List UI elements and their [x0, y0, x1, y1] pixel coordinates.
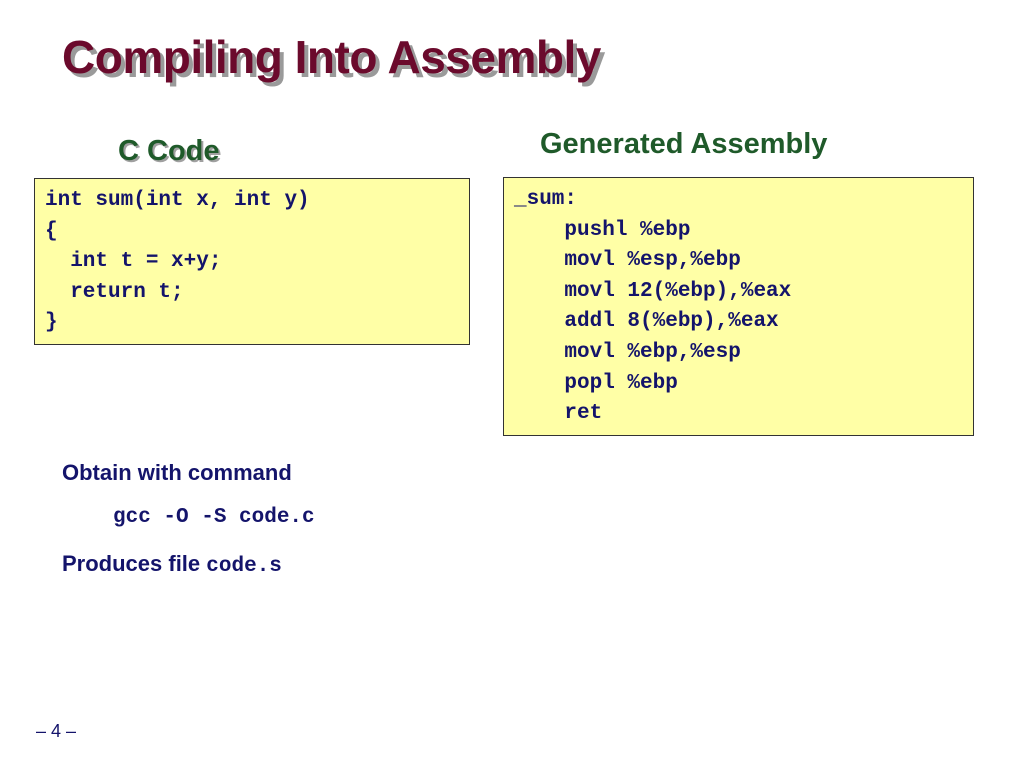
assembly-line: addl 8(%ebp),%eax	[514, 310, 779, 334]
page-number: – 4 –	[36, 721, 77, 741]
assembly-code-box: _sum: pushl %ebp movl %esp,%ebp movl 12(…	[503, 177, 974, 436]
c-code-line: }	[45, 311, 58, 335]
obtain-command-label: Obtain with command	[62, 460, 292, 485]
assembly-line: popl %ebp	[514, 371, 678, 395]
assembly-line: _sum:	[514, 188, 578, 211]
assembly-line: movl 12(%ebp),%eax	[514, 279, 792, 303]
gcc-command: gcc -O -S code.c	[113, 506, 315, 529]
c-code-heading: C Code	[118, 135, 220, 167]
assembly-line: movl %esp,%ebp	[514, 249, 741, 273]
c-code-line: int t = x+y;	[45, 250, 222, 274]
c-code-line: return t;	[45, 280, 184, 304]
produces-file-note: Produces file code.s	[62, 551, 282, 578]
generated-assembly-heading: Generated Assembly	[540, 128, 828, 160]
assembly-line: movl %ebp,%esp	[514, 340, 741, 364]
produces-file-label: Produces file	[62, 551, 207, 576]
c-code-line: {	[45, 219, 58, 243]
c-code-line: int sum(int x, int y)	[45, 189, 310, 212]
assembly-line: pushl %ebp	[514, 218, 691, 242]
slide-title: Compiling Into Assembly	[62, 31, 601, 83]
output-file-name: code.s	[206, 555, 282, 578]
assembly-line: ret	[514, 402, 603, 426]
c-code-box: int sum(int x, int y) { int t = x+y; ret…	[34, 178, 470, 345]
